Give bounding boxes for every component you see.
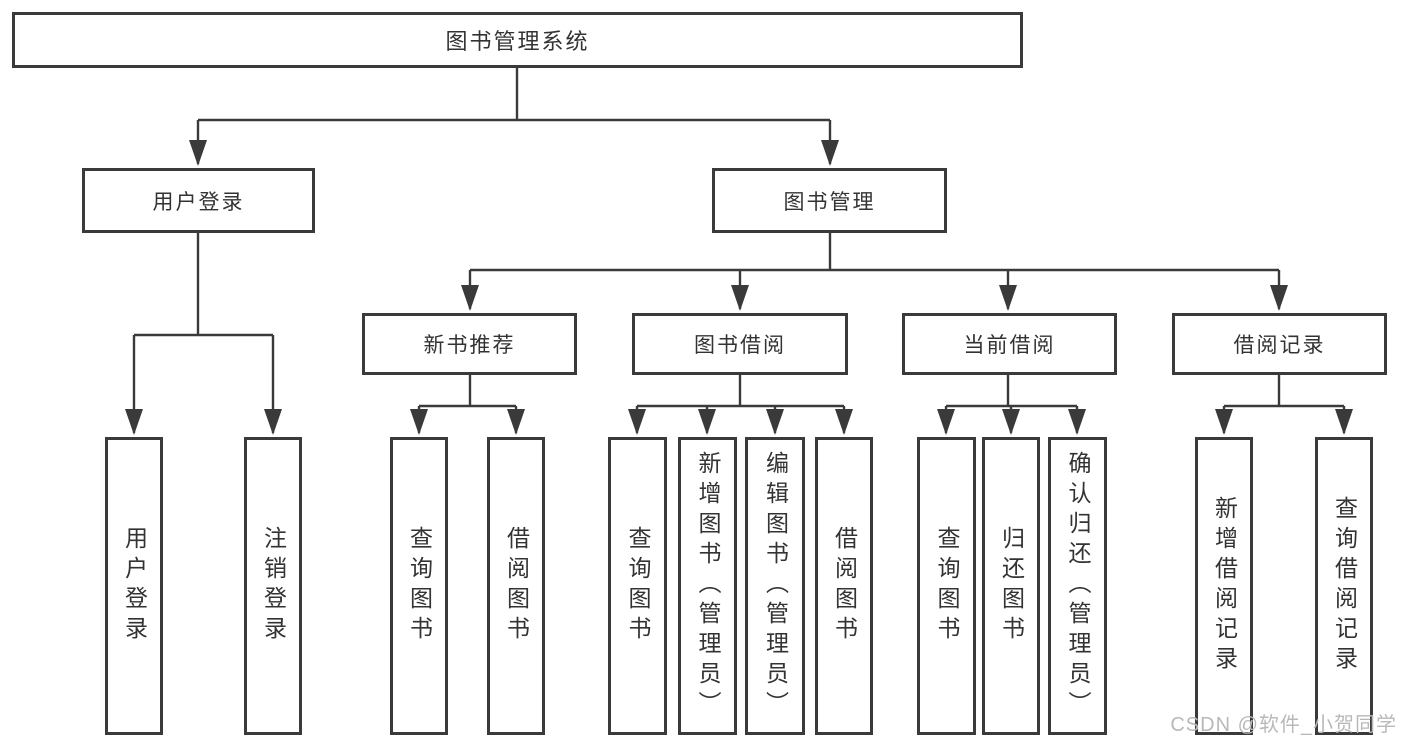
leaf-user-logout: 注销登录 [244,437,302,735]
leaf-newbook-borrow: 借阅图书 [487,437,545,735]
node-user-login: 用户登录 [82,168,315,233]
node-book-borrowing-label: 图书借阅 [694,334,786,357]
leaf-current-return: 归还图书 [982,437,1040,735]
leaf-current-confirm-admin-label: 确认归还（管理员） [1065,451,1091,721]
leaf-current-return-label: 归还图书 [998,526,1025,646]
node-current-borrowing: 当前借阅 [902,313,1117,375]
leaf-user-login-label: 用户登录 [121,526,148,646]
leaf-borrow-add-admin-label: 新增图书（管理员） [695,451,721,721]
leaf-borrow-query-label: 查询图书 [625,526,651,646]
node-current-borrowing-label: 当前借阅 [963,334,1056,357]
node-borrow-records: 借阅记录 [1172,313,1387,375]
leaf-newbook-query: 查询图书 [390,437,448,735]
node-book-management: 图书管理 [712,168,947,233]
leaf-newbook-query-label: 查询图书 [406,526,433,646]
leaf-record-add-label: 新增借阅记录 [1211,496,1238,676]
leaf-current-query-label: 查询图书 [934,526,960,646]
leaf-newbook-borrow-label: 借阅图书 [503,526,530,646]
leaf-record-query-label: 查询借阅记录 [1331,496,1358,676]
node-new-book-recommend-label: 新书推荐 [423,334,516,357]
node-book-borrowing: 图书借阅 [632,313,848,375]
leaf-user-login: 用户登录 [105,437,163,735]
node-book-management-label: 图书管理 [783,190,876,214]
leaf-borrow-borrow-label: 借阅图书 [831,526,858,646]
node-root: 图书管理系统 [12,12,1023,68]
csdn-watermark: CSDN @软件_小贺同学 [1170,714,1397,736]
leaf-borrow-query: 查询图书 [608,437,667,735]
node-borrow-records-label: 借阅记录 [1233,334,1326,357]
leaf-borrow-add-admin: 新增图书（管理员） [678,437,737,735]
leaf-borrow-edit-admin-label: 编辑图书（管理员） [762,451,789,721]
leaf-record-add: 新增借阅记录 [1195,437,1253,735]
leaf-current-query: 查询图书 [917,437,976,735]
node-new-book-recommend: 新书推荐 [362,313,577,375]
leaf-record-query: 查询借阅记录 [1315,437,1373,735]
leaf-current-confirm-admin: 确认归还（管理员） [1048,437,1107,735]
leaf-user-logout-label: 注销登录 [260,526,287,646]
node-user-login-label: 用户登录 [152,190,245,214]
leaf-borrow-borrow: 借阅图书 [815,437,873,735]
node-root-label: 图书管理系统 [445,29,590,54]
leaf-borrow-edit-admin: 编辑图书（管理员） [745,437,805,735]
